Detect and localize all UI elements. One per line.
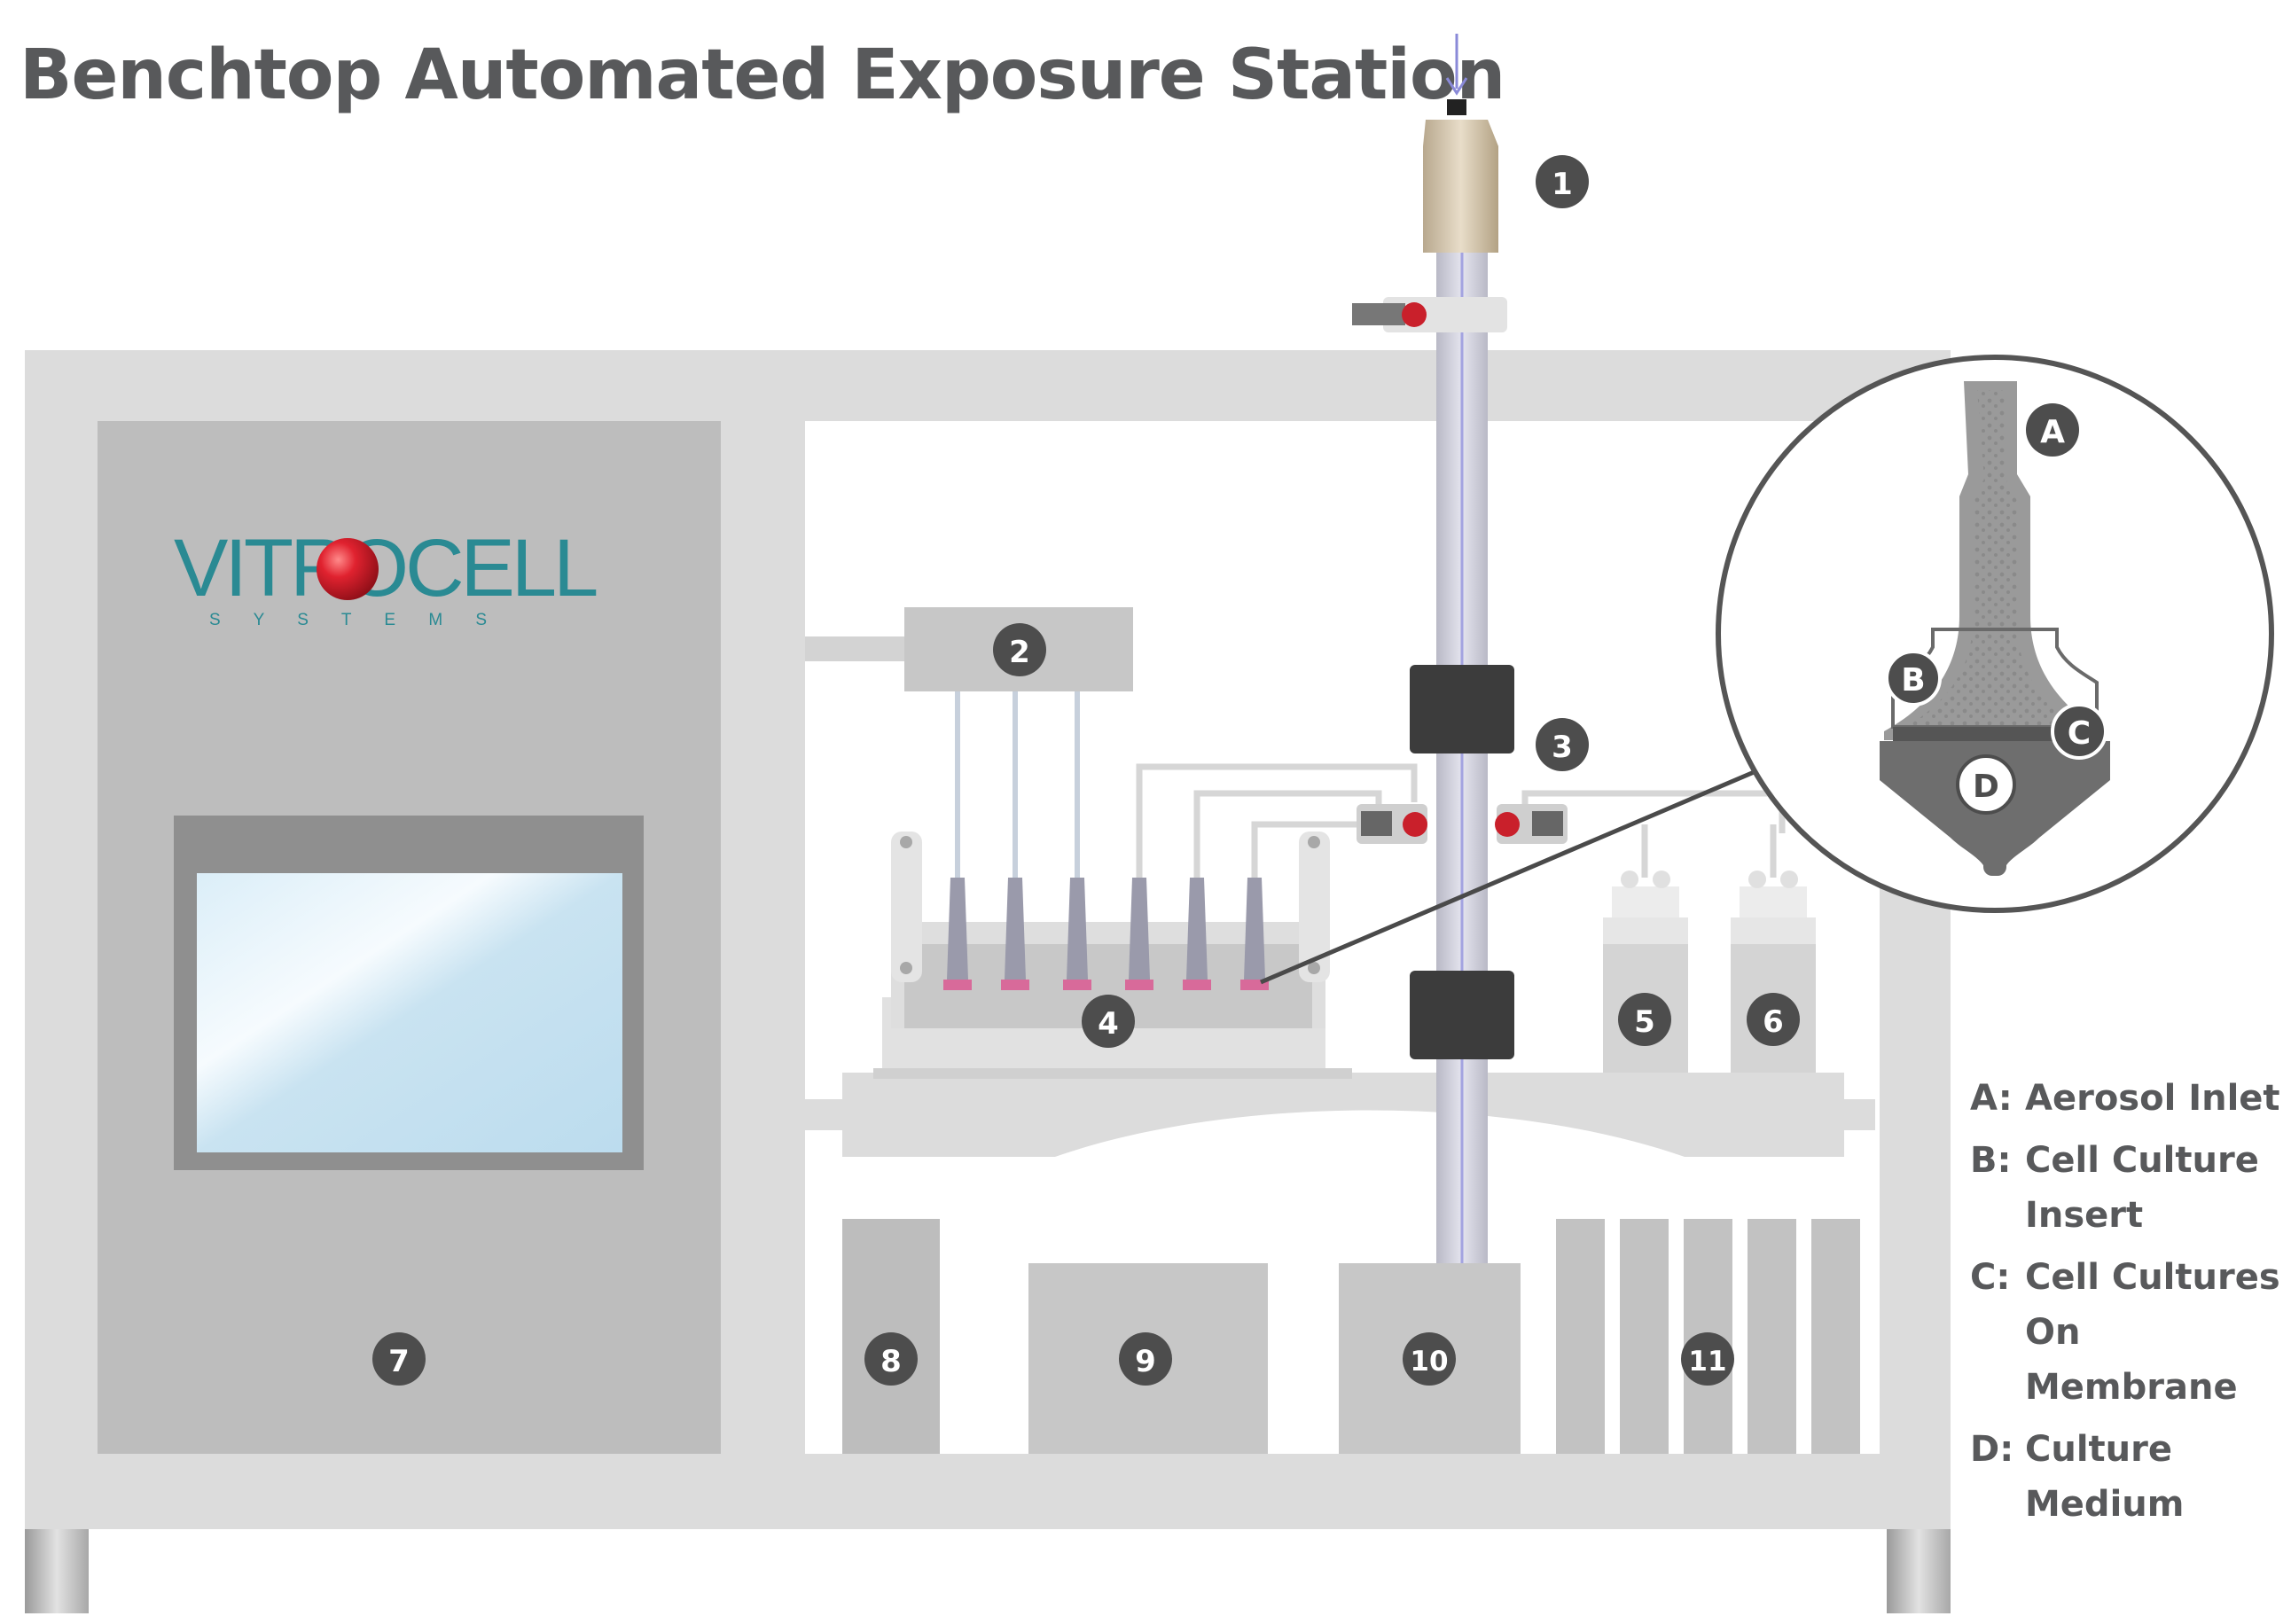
svg-text:9: 9 [1135,1344,1156,1379]
dosing-lines [955,691,1080,878]
legend-item-d: D: Culture Medium [1970,1422,2289,1532]
bottle-6 [1731,871,1816,1073]
brand-ball-icon [317,538,379,600]
legend-text: Cell Cultures On Membrane [2025,1257,2280,1408]
svg-text:10: 10 [1410,1346,1448,1378]
legend-key: D: [1970,1429,2014,1470]
svg-text:A: A [2040,414,2065,450]
legend-item-c: C: Cell Cultures On Membrane [1970,1250,2289,1415]
callout-5: 5 [1618,993,1671,1046]
valve-right [1495,804,1568,844]
legend-text: Cell Culture Insert [2025,1140,2259,1236]
valve-left [1357,804,1427,844]
svg-text:11: 11 [1688,1346,1726,1378]
svg-text:B: B [1901,662,1925,699]
brand-name: VITROCELL [174,523,597,613]
legend: A: Aerosol Inlet B: Cell Culture Insert … [1970,1071,2289,1539]
aerosol-inlet [1352,34,1507,332]
legend-key: B: [1970,1140,2012,1181]
frame-feet [25,1525,1951,1613]
callout-11: 11 [1681,1332,1734,1386]
detail-magnifier: A B C D [1716,355,2274,913]
callout-3: 3 [1536,718,1589,771]
clamp-lower [1410,971,1514,1059]
touchscreen[interactable] [174,816,644,1170]
legend-item-a: A: Aerosol Inlet [1970,1071,2289,1126]
detail-label-b: B [1885,650,1942,707]
callout-6: 6 [1747,993,1800,1046]
aerosol-column [1357,253,1568,1263]
module-11-bar [1556,1219,1605,1454]
detail-pointer-line [1260,765,1765,985]
svg-text:1: 1 [1552,167,1573,202]
callout-4: 4 [1082,995,1135,1048]
clamp-upper [1410,665,1514,753]
cell-inserts [943,980,1269,990]
legend-item-b: B: Cell Culture Insert [1970,1133,2289,1243]
legend-text: Aerosol Inlet [2025,1078,2280,1119]
bottle-5 [1603,871,1688,1073]
svg-text:6: 6 [1763,1004,1784,1040]
svg-text:3: 3 [1552,730,1573,765]
page-title: Benchtop Automated Exposure Station [20,35,1505,115]
module-11-bar [1620,1219,1669,1454]
callout-2: 2 [993,623,1046,676]
legend-key: C: [1970,1257,2011,1298]
module-11-bar [1748,1219,1796,1454]
module-11-bar [1811,1219,1860,1454]
callout-9: 9 [1119,1332,1172,1386]
svg-text:2: 2 [1009,635,1030,670]
callout-7: 7 [372,1332,426,1386]
svg-text:D: D [1973,769,1999,805]
svg-text:C: C [2068,715,2091,752]
legend-key: A: [1970,1078,2013,1119]
trumpet-heads [947,878,1265,980]
exposure-module-4 [873,832,1352,1079]
brand-tagline: S Y S T E M S [209,611,501,629]
svg-text:4: 4 [1098,1006,1119,1042]
callout-1: 1 [1536,155,1589,208]
detail-label-d: D [1956,754,2016,815]
svg-text:8: 8 [880,1344,902,1379]
exposure-shelf [802,1073,1875,1157]
detail-label-c: C [2051,703,2107,760]
callout-10: 10 [1403,1332,1456,1386]
vitrocell-logo: VITROCELL S Y S T E M S [174,523,600,629]
callout-8: 8 [864,1332,918,1386]
legend-text: Culture Medium [2025,1429,2185,1525]
svg-text:5: 5 [1634,1004,1655,1040]
detail-label-a: A [2026,403,2079,457]
svg-text:7: 7 [388,1344,410,1379]
